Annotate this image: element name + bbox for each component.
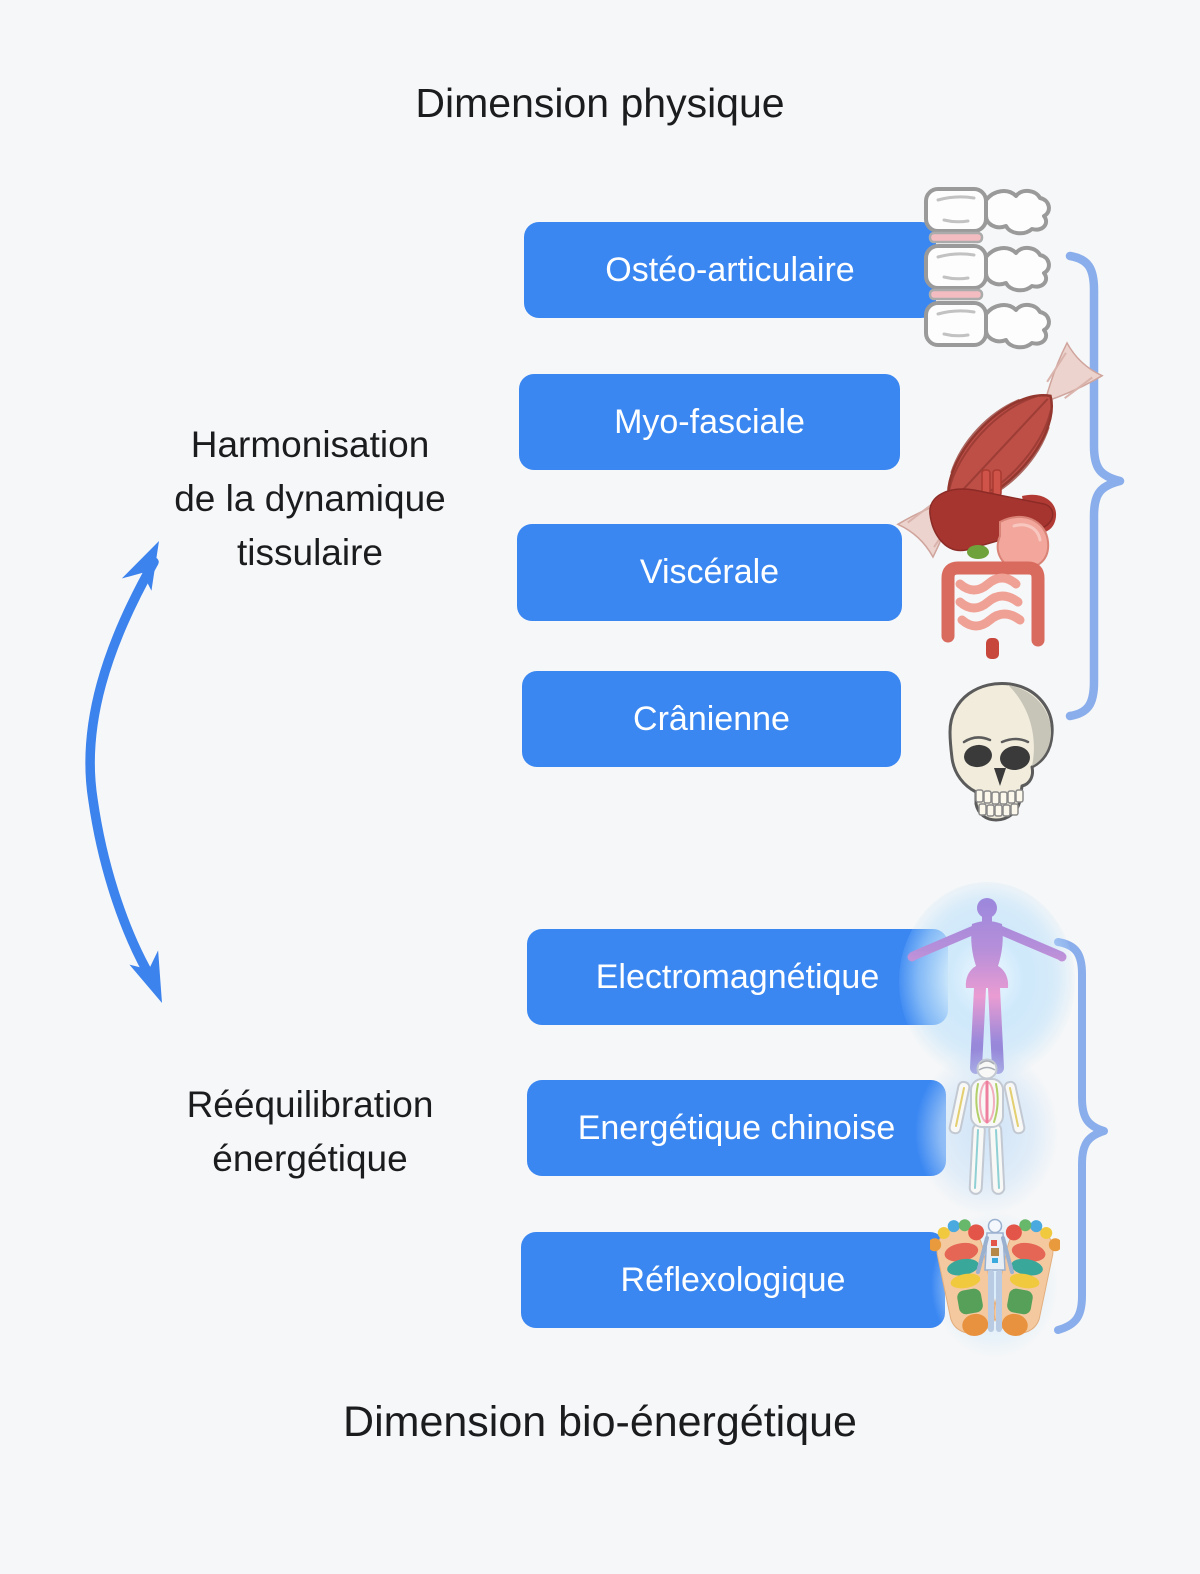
label-harmonisation: Harmonisation de la dynamique tissulaire [130,418,490,580]
label-line: Harmonisation [190,424,430,465]
heading-dimension-bioenergetique: Dimension bio-énergétique [343,1398,857,1446]
label-line: de la dynamique [174,478,446,519]
reflexology-feet-icon [930,1210,1060,1360]
label-line: tissulaire [237,532,383,573]
pill-cranienne[interactable]: Crânienne [522,671,901,767]
label-line: Rééquilibration [186,1084,434,1125]
pill-viscerale[interactable]: Viscérale [517,524,902,621]
physical-group-brace-icon [1058,250,1132,722]
pill-myo-fasciale[interactable]: Myo-fasciale [519,374,900,470]
label-reequilibration: Rééquilibration énergétique [140,1078,480,1186]
pill-osteo-articulaire[interactable]: Ostéo-articulaire [524,222,936,318]
bioenergetic-group-brace-icon [1050,936,1110,1336]
spine-vertebrae-icon [924,186,1056,350]
exchange-arrow [55,505,185,1025]
double-curved-arrow-icon [85,541,162,1003]
label-line: énergétique [212,1138,408,1179]
viscera-organs-icon [922,468,1062,660]
pill-energetique-chinoise[interactable]: Energétique chinoise [527,1080,946,1176]
meridian-body-icon [912,1046,1062,1218]
pill-electromagnetique[interactable]: Electromagnétique [527,929,948,1025]
heading-dimension-physique: Dimension physique [415,80,785,126]
skull-icon [918,672,1060,836]
pill-reflexologique[interactable]: Réflexologique [521,1232,945,1328]
